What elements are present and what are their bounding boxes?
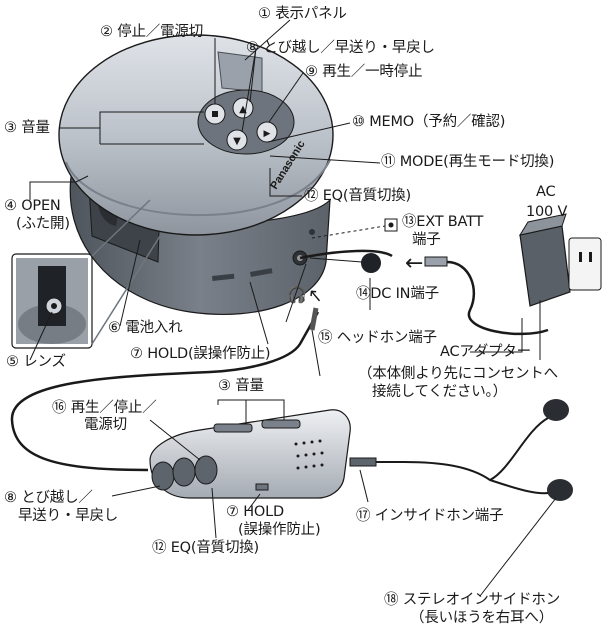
label-remote-skip-2: 早送り・早戻し — [18, 508, 119, 524]
label-ext-batt-1: ⑬EXT BATT — [402, 214, 484, 230]
label-remote-play-1: ⑯ 再生／停止／ — [52, 400, 157, 416]
label-lens: ⑤ レンズ — [6, 354, 66, 370]
label-skip-search: ⑧ とび越し／早送り・早戻し — [246, 40, 435, 56]
label-battery: ⑥ 電池入れ — [108, 320, 183, 336]
ext-batt-jack — [309, 229, 315, 235]
adapter-body — [519, 225, 571, 307]
label-remote-eq: ⑫ EQ(音質切換) — [152, 540, 259, 556]
label-eq: ⑫ EQ(音質切換) — [304, 188, 411, 204]
label-ac-1: AC — [536, 184, 556, 200]
label-ac-note-2: 接続してください。） — [372, 384, 507, 400]
label-display-panel: ① 表示パネル — [258, 6, 347, 22]
label-hold: ⑦ HOLD(誤操作防止) — [130, 346, 271, 362]
lens-inset — [11, 199, 161, 349]
player-lid — [58, 34, 334, 236]
cd-player: ▲ ▼ ▶ Panasonic — [58, 34, 334, 315]
label-volume: ③ 音量 — [4, 120, 50, 136]
remote-volume-up[interactable] — [261, 419, 301, 429]
remote-skip-forward-button[interactable] — [172, 457, 196, 487]
label-open-1: ④ OPEN — [4, 198, 61, 214]
remote-play-button[interactable] — [194, 455, 218, 485]
label-dc-in: ⑭DC IN端子 — [356, 286, 439, 302]
label-open-2: (ふた開) — [16, 216, 70, 232]
label-stereo-phones-1: ⑱ ステレオインサイドホン — [384, 592, 561, 608]
label-remote-skip-1: ⑧ とび越し／ — [4, 490, 93, 506]
label-headphone-jack: ⑮ ヘッドホン端子 — [318, 330, 437, 346]
label-ext-batt-2: 端子 — [412, 232, 441, 248]
arrow-icon: ← — [405, 251, 423, 276]
label-remote-hold-2: (誤操作防止) — [238, 522, 321, 538]
label-play-pause: ⑨ 再生／一時停止 — [305, 64, 423, 80]
label-remote-volume: ③ 音量 — [218, 378, 264, 394]
headphone-icon: 🎧 — [287, 285, 307, 304]
wall-outlet — [568, 237, 602, 291]
display-panel — [217, 51, 263, 93]
remote-hold-switch[interactable] — [255, 483, 269, 491]
skip-forward-button[interactable] — [232, 97, 254, 119]
leader-lines — [29, 19, 557, 597]
label-stop-power: ② 停止／電源切 — [100, 24, 204, 40]
label-remote-play-2: 電源切 — [84, 417, 127, 433]
label-mode: ⑪ MODE(再生モード切換) — [381, 154, 555, 170]
skip-back-button[interactable] — [226, 129, 248, 151]
earphone-right — [543, 399, 569, 421]
stop-icon — [212, 111, 218, 117]
label-ac-note-1: （本体側より先にコンセントへ — [358, 366, 558, 382]
label-ac-adapter: ACアダプター — [440, 344, 531, 360]
label-ac-2: 100 V — [526, 204, 568, 220]
label-inside-phone-jack: ⑰ インサイドホン端子 — [356, 508, 504, 524]
remote-assembly: 🎧 ↑ — [10, 284, 573, 501]
skip-forward-icon: ▲ — [239, 104, 247, 115]
play-pause-icon: ▶ — [264, 129, 271, 139]
dc-plug-marker — [361, 253, 381, 273]
ac-adapter: ← — [299, 213, 602, 336]
remote-skip-back-button[interactable] — [151, 461, 175, 491]
label-remote-hold-1: ⑦ HOLD — [226, 504, 284, 520]
play-pause-button[interactable] — [256, 121, 278, 143]
label-stereo-phones-2: （長いほうを右耳へ） — [410, 610, 553, 626]
earphone-left — [547, 479, 573, 501]
skip-back-icon: ▼ — [233, 136, 241, 147]
label-memo: ⑩ MEMO（予約／確認) — [352, 114, 506, 130]
remote-volume-down[interactable] — [213, 423, 253, 433]
